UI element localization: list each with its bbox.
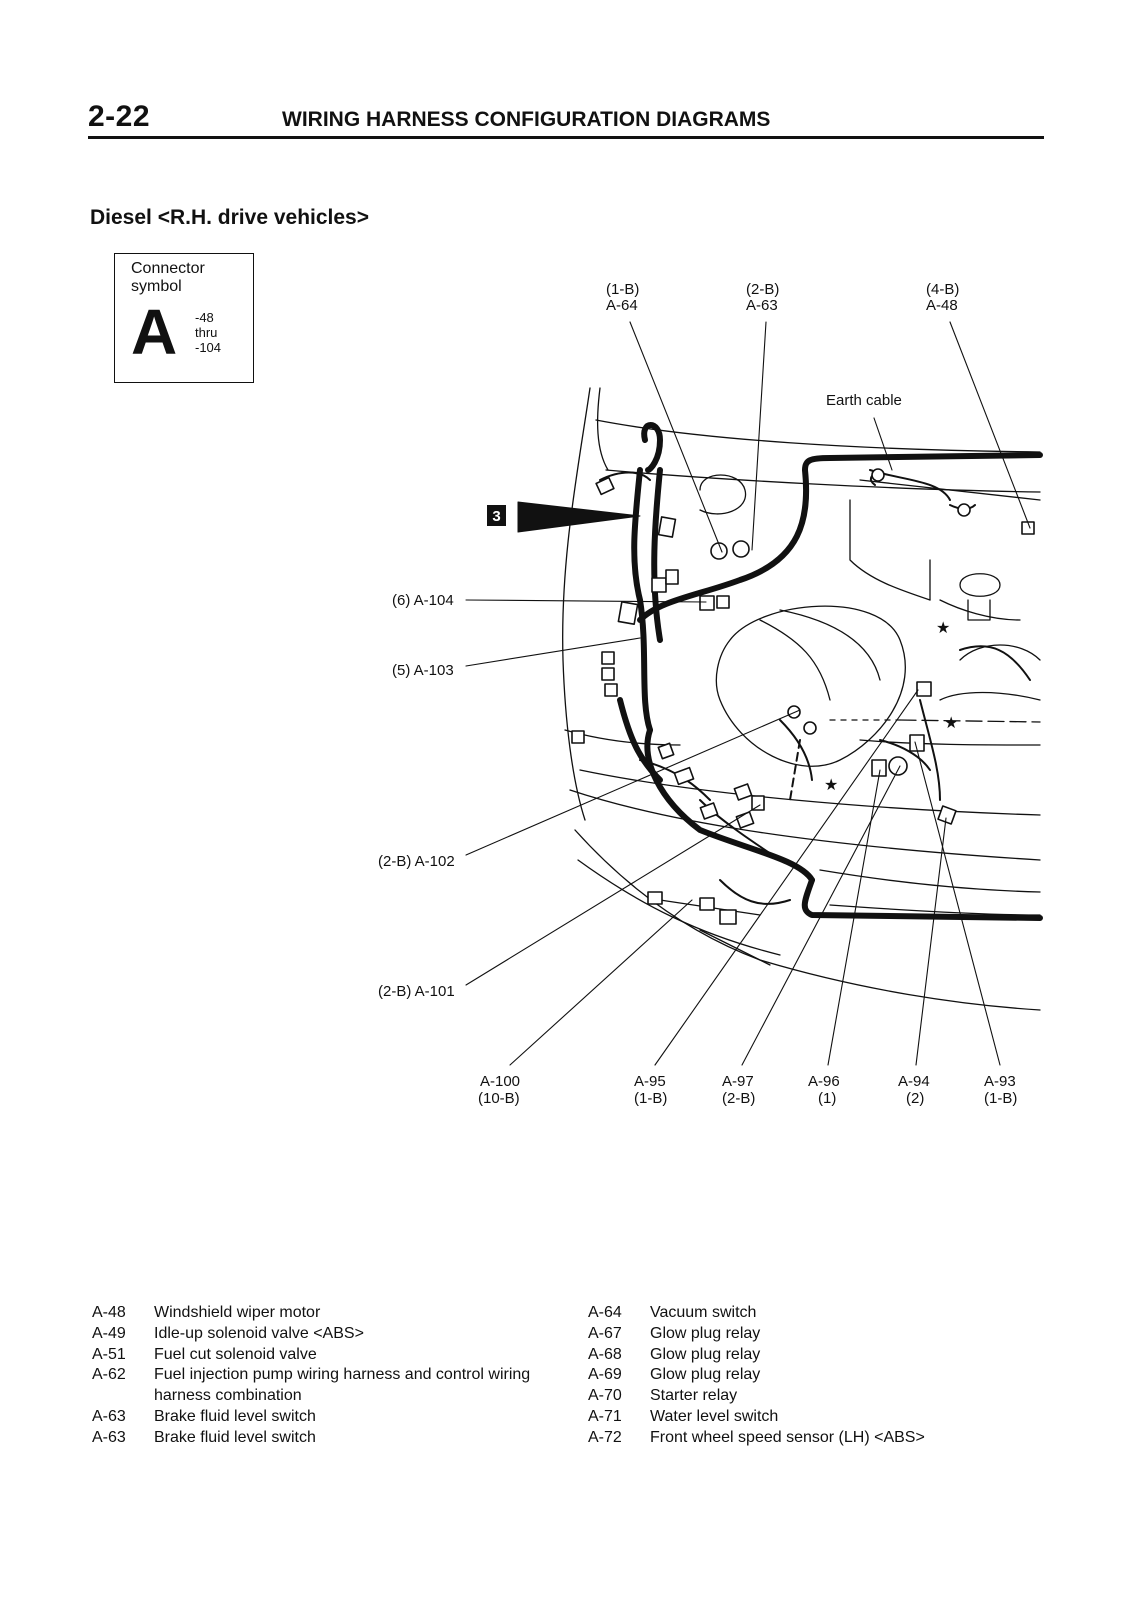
legend-text: Windshield wiper motor [154, 1304, 321, 1321]
legend-item: A-72 Front wheel speed sensor (LH) <ABS> [588, 1428, 1048, 1449]
legend-item: A-63 Brake fluid level switch [92, 1428, 562, 1449]
label-a103: (5) A-103 [392, 662, 454, 679]
label-a48-pos: (4-B) [926, 281, 959, 298]
leader-lines [465, 321, 1031, 1066]
label-a94-pos: (2) [906, 1090, 924, 1107]
label-a63-code: A-63 [746, 297, 778, 314]
label-a95-code: A-95 [634, 1073, 666, 1090]
legend-text: Fuel injection pump wiring harness and c… [154, 1366, 531, 1405]
label-a95-pos: (1-B) [634, 1090, 667, 1107]
legend-text: Glow plug relay [650, 1345, 761, 1363]
legend-text: Front wheel speed sensor (LH) <ABS> [650, 1428, 925, 1446]
section-marker-number: 3 [492, 508, 500, 525]
legend-item: A-71 Water level switch [588, 1407, 1048, 1428]
label-a96-code: A-96 [808, 1073, 840, 1090]
legend-item: A-70 Starter relay [588, 1386, 1048, 1407]
legend-text: Glow plug relay [650, 1366, 761, 1384]
legend-item: A-63 Brake fluid level switch [92, 1407, 562, 1428]
section-title: Diesel <R.H. drive vehicles> [90, 206, 369, 229]
label-a64-code: A-64 [606, 297, 638, 314]
legend-code: A-64 [588, 1304, 622, 1321]
label-a93-pos: (1-B) [984, 1090, 1017, 1107]
label-a101: (2-B) A-101 [378, 983, 455, 1000]
label-a100-pos: (10-B) [478, 1090, 520, 1107]
label-a97-pos: (2-B) [722, 1090, 755, 1107]
header-rule [88, 136, 1044, 139]
legend-item: A-62 Fuel injection pump wiring harness a… [92, 1365, 562, 1407]
label-a100-code: A-100 [480, 1073, 520, 1090]
connector-symbol-range: -48 thru -104 [195, 310, 221, 355]
secondary-wiring [599, 469, 1031, 905]
legend-text: Brake fluid level switch [154, 1407, 316, 1425]
connector-symbol-box: Connector symbol A -48 thru -104 [114, 253, 254, 383]
label-a104: (6) A-104 [392, 592, 454, 609]
label-a64-pos: (1-B) [606, 281, 639, 298]
legend-code: A-63 [92, 1428, 126, 1446]
label-a96-pos: (1) [818, 1090, 836, 1107]
connector-range-word: thru [195, 325, 218, 340]
legend-code: A-68 [588, 1345, 622, 1363]
legend-text: Vacuum switch [650, 1304, 757, 1321]
connector-range-to: -104 [195, 340, 222, 355]
legend-item: A-48 Windshield wiper motor [92, 1303, 562, 1324]
label-a102: (2-B) A-102 [378, 853, 455, 870]
connector-symbol-letter: A [131, 296, 178, 368]
connector-range-from: -48 [195, 310, 214, 325]
page-header-title: WIRING HARNESS CONFIGURATION DIAGRAMS [282, 108, 771, 131]
section-marker-arrow [517, 501, 641, 533]
legend-code: A-62 [92, 1366, 126, 1384]
label-a63-pos: (2-B) [746, 281, 779, 298]
legend-code: A-69 [588, 1366, 622, 1384]
connector-shapes [571, 468, 1035, 925]
main-harness [617, 422, 1043, 921]
legend-text: Glow plug relay [650, 1324, 761, 1342]
label-a97-code: A-97 [722, 1073, 754, 1090]
engine-components [699, 474, 1041, 767]
legend-text: Brake fluid level switch [154, 1428, 316, 1446]
star-mark-3: ★ [824, 775, 838, 794]
legend-item: A-51 Fuel cut solenoid valve [92, 1345, 562, 1366]
legend-code: A-72 [588, 1428, 622, 1446]
connector-symbol-title: Connector symbol [131, 260, 205, 295]
star-mark-1: ★ [936, 618, 950, 637]
legend-code: A-67 [588, 1324, 622, 1342]
legend-text: Starter relay [650, 1387, 738, 1405]
star-mark-2: ★ [944, 713, 958, 732]
label-a93-code: A-93 [984, 1073, 1016, 1090]
label-a48-code: A-48 [926, 297, 958, 314]
legend-code: A-63 [92, 1407, 126, 1425]
legend-left: A-48 Windshield wiper motor A-49 Idle-up s… [92, 1303, 562, 1449]
legend-code: A-71 [588, 1407, 622, 1425]
label-earth-cable: Earth cable [826, 392, 902, 409]
page-number: 2-22 [88, 100, 151, 133]
legend-code: A-70 [588, 1387, 622, 1405]
legend-item: A-69 Glow plug relay [588, 1365, 1048, 1386]
section-marker-box [487, 505, 506, 526]
legend-text: Water level switch [650, 1407, 779, 1425]
legend-item: A-68 Glow plug relay [588, 1345, 1048, 1366]
legend-text: Idle-up solenoid valve <ABS> [154, 1324, 364, 1342]
legend-code: A-49 [92, 1324, 126, 1342]
label-a94-code: A-94 [898, 1073, 930, 1090]
legend-code: A-48 [92, 1304, 126, 1321]
legend-item: A-49 Idle-up solenoid valve <ABS> [92, 1324, 562, 1345]
legend-code: A-51 [92, 1345, 126, 1363]
legend-text: Fuel cut solenoid valve [154, 1345, 317, 1363]
legend-item: A-67 Glow plug relay [588, 1324, 1048, 1345]
legend-item: A-64 Vacuum switch [588, 1303, 1048, 1324]
